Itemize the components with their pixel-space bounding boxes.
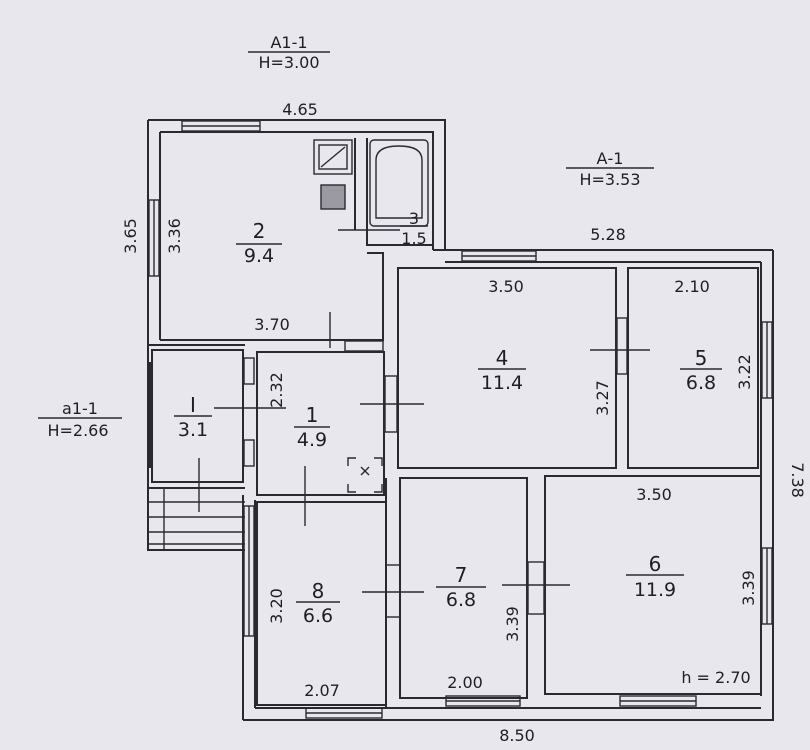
dim-top-a: 5.28: [590, 225, 626, 244]
room-7-number: 7: [455, 563, 468, 587]
windows: [148, 120, 773, 719]
dim-room1-height: 2.32: [267, 372, 286, 408]
dim-room7-width: 2.00: [447, 673, 483, 692]
block-small-a1-1-height: H=2.66: [47, 421, 108, 440]
room-4-number: 4: [496, 346, 509, 370]
dim-room2-width: 3.70: [254, 315, 290, 334]
room-5-number: 5: [695, 346, 708, 370]
dim-room6-width: 3.50: [636, 485, 672, 504]
fixtures: [313, 139, 429, 493]
dim-right-total: 7.38: [788, 462, 807, 498]
room-7-area: 6.8: [446, 589, 476, 611]
room-4-area: 11.4: [481, 372, 523, 394]
room-2-number: 2: [253, 219, 266, 243]
block-a1-1-height: H=3.00: [258, 53, 319, 72]
block-a1-1-name: А1-1: [270, 33, 307, 52]
room-I-area: 3.1: [178, 419, 208, 441]
dim-room4-height: 3.27: [593, 380, 612, 416]
leader-lines: [38, 51, 722, 603]
block-a-1-height: H=3.53: [579, 170, 640, 189]
block-small-a1-1-name: а1-1: [62, 399, 98, 418]
window-left-room2: [148, 199, 160, 277]
window-right-room6: [761, 547, 773, 625]
outer-walls: [147, 119, 774, 721]
dim-room8-height: 3.20: [267, 588, 286, 624]
room-2-area: 9.4: [244, 245, 274, 267]
dim-left-a1: 3.65: [121, 218, 140, 254]
dim-top-a1: 4.65: [282, 100, 318, 119]
dim-room8-width: 2.07: [304, 681, 340, 700]
dim-room5-width: 2.10: [674, 277, 710, 296]
dim-bottom-total: 8.50: [499, 726, 535, 745]
room-8-area: 6.6: [303, 605, 333, 627]
dim-room6-height: 3.39: [739, 570, 758, 606]
block-a-1-name: А-1: [597, 149, 624, 168]
dim-room7-height: 3.39: [503, 606, 522, 642]
dim-room5-height: 3.22: [735, 354, 754, 390]
room-3-number: 3: [409, 209, 419, 228]
window-left-room8: [243, 505, 255, 637]
window-bottom-room6: [619, 695, 697, 707]
room-I-number: I: [190, 393, 196, 417]
window-top-room2: [181, 120, 261, 132]
entrance-stairs: [147, 488, 245, 551]
room-5-area: 6.8: [686, 372, 716, 394]
dim-room4-width: 3.50: [488, 277, 524, 296]
window-top-room4: [461, 250, 537, 262]
internal-walls: [160, 138, 762, 708]
dim-room6-ceiling: h = 2.70: [681, 668, 750, 687]
room-1-number: 1: [306, 403, 319, 427]
dim-room2-height: 3.36: [165, 218, 184, 254]
room-8-number: 8: [312, 579, 325, 603]
window-bottom-room8: [305, 707, 383, 719]
room-6-area: 11.9: [634, 579, 676, 601]
room-1-area: 4.9: [297, 429, 327, 451]
room-3-area: 1.5: [401, 229, 426, 248]
window-bottom-room7: [445, 695, 521, 707]
window-right-room5: [761, 321, 773, 399]
window-veranda: [243, 357, 255, 467]
room-6-number: 6: [649, 552, 662, 576]
